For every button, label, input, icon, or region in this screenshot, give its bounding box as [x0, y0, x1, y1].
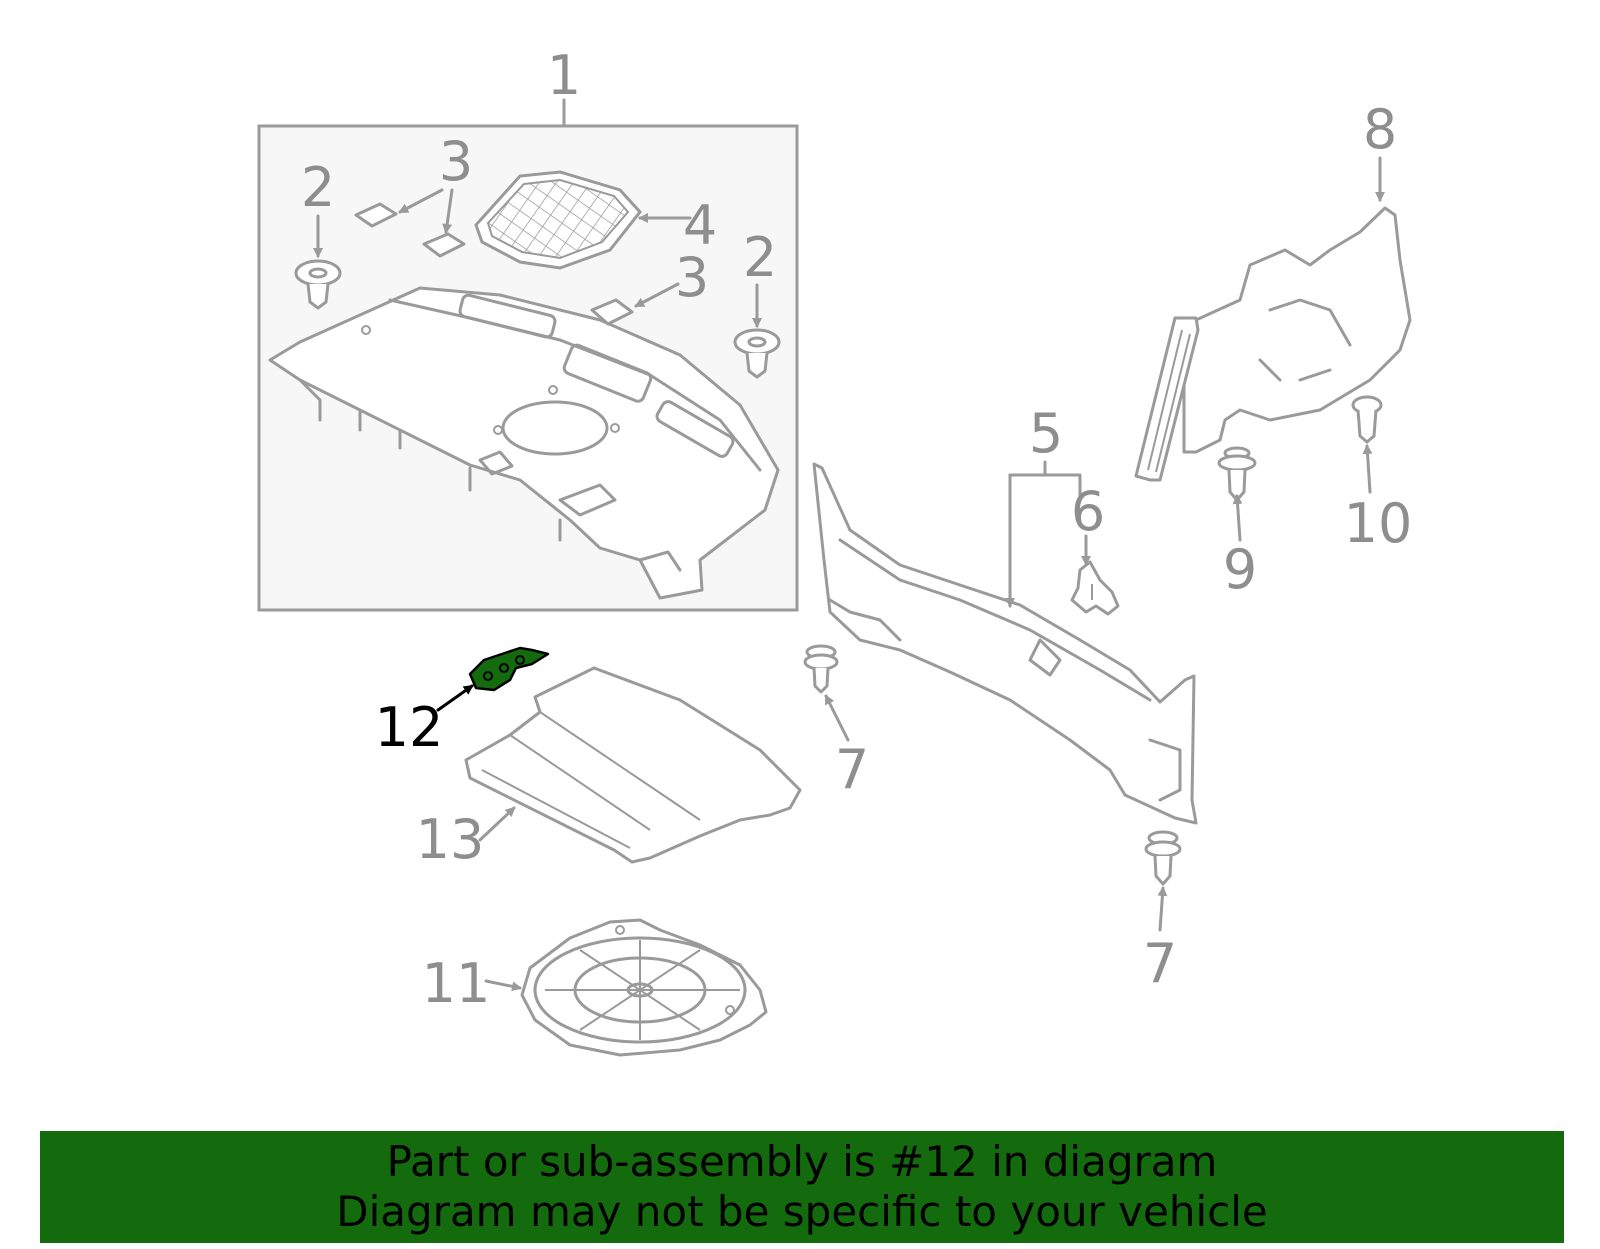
callout-9: 9: [1223, 538, 1257, 601]
callout-5: 5: [1029, 402, 1063, 465]
callout-7-right: 7: [1143, 932, 1177, 995]
callout-1: 1: [547, 44, 581, 107]
callout-3-top: 3: [439, 130, 473, 193]
callout-12: 12: [375, 696, 444, 759]
callout-10: 10: [1344, 492, 1413, 555]
rear-panel-trim-5: [812, 462, 1198, 825]
screw-9: [1217, 446, 1257, 502]
pad-3-a: [354, 202, 398, 228]
pad-3-c: [590, 298, 634, 326]
callout-2-right: 2: [743, 226, 777, 289]
quarter-trim-8: [1134, 206, 1412, 482]
callout-11: 11: [422, 952, 491, 1015]
clip-2-left: [294, 259, 342, 310]
package-tray: [268, 286, 780, 600]
speaker-grille-4: [474, 170, 642, 270]
info-banner: Part or sub-assembly is #12 in diagram D…: [40, 1131, 1564, 1243]
retainer-10: [1351, 395, 1383, 444]
bracket-6: [1070, 560, 1120, 616]
push-clip-7-left: [803, 644, 839, 694]
callout-3-right: 3: [675, 246, 709, 309]
callout-7-left: 7: [835, 738, 869, 801]
banner-line-disclaimer: Diagram may not be specific to your vehi…: [336, 1187, 1268, 1236]
callout-2-left: 2: [301, 156, 335, 219]
callout-13: 13: [416, 808, 485, 871]
callout-6: 6: [1071, 480, 1105, 543]
leader-lines: [313, 156, 1385, 992]
clip-2-right: [733, 328, 781, 379]
floor-board-13: [464, 666, 802, 864]
spare-tire-cover-11: [520, 918, 768, 1057]
callout-8: 8: [1363, 98, 1397, 161]
callout-4: 4: [683, 194, 717, 257]
banner-line-part: Part or sub-assembly is #12 in diagram: [386, 1137, 1218, 1186]
push-clip-7-right: [1144, 830, 1182, 886]
bracket-12-highlighted: [468, 646, 550, 692]
pad-3-b: [422, 232, 466, 258]
